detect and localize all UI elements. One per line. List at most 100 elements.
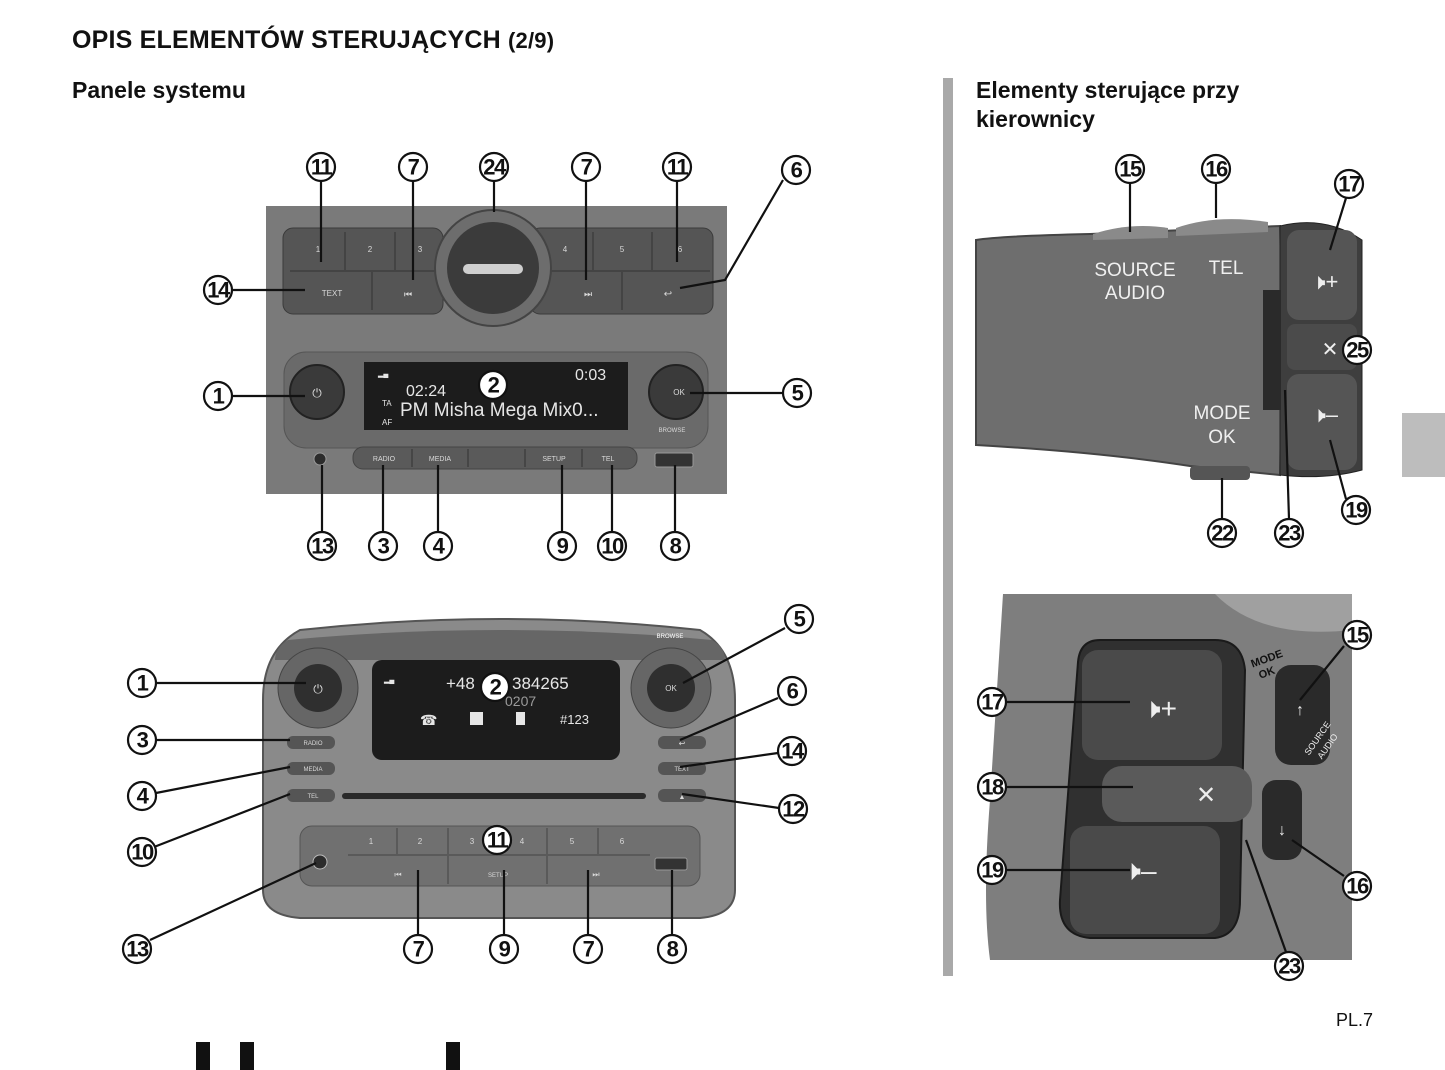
svg-text:7: 7 [408, 155, 420, 180]
radio-button-bottom[interactable] [287, 736, 335, 749]
callout-23: 23 [1273, 950, 1305, 982]
prev-track-button[interactable]: ⏮ [404, 289, 412, 299]
callout-7: 7 [570, 151, 602, 183]
next-track-button-bottom[interactable]: ⏭ [592, 870, 599, 879]
bottom-button-bar [352, 446, 638, 470]
volume-down-icon: 🕨– [1312, 402, 1339, 427]
preset-3[interactable]: 3 [418, 245, 423, 254]
svg-text:10: 10 [601, 534, 624, 559]
tel-key[interactable] [1176, 219, 1268, 236]
browse-label: BROWSE [659, 428, 686, 434]
volume-up-paddle[interactable] [1082, 650, 1222, 760]
callout-22: 22 [1206, 517, 1238, 549]
svg-text:12: 12 [782, 797, 805, 822]
callout-14: 14 [776, 735, 808, 767]
prev-track-button-bottom[interactable]: ⏮ [394, 870, 401, 879]
preset-4-bottom[interactable]: 4 [520, 837, 525, 846]
preset-1-bottom[interactable]: 1 [369, 837, 374, 846]
setup-button[interactable]: SETUP [542, 456, 566, 463]
mode-label-line1: MODE [1194, 403, 1251, 424]
callout-1: 1 [202, 380, 234, 412]
preset-5-bottom[interactable]: 5 [570, 837, 575, 846]
column-divider [943, 78, 953, 976]
mute-roller[interactable] [1102, 766, 1252, 822]
tel-button-label: TEL [307, 794, 319, 800]
back-button[interactable]: ↩ [664, 289, 672, 300]
display-station: PM Misha Mega Mix0... [400, 400, 599, 421]
callout-17: 17 [1333, 168, 1365, 200]
knob-slot [463, 264, 523, 274]
preset-3-bottom[interactable]: 3 [470, 837, 475, 846]
svg-text:11: 11 [667, 155, 689, 180]
callout-3: 3 [367, 530, 399, 562]
source-up-key[interactable] [1275, 665, 1330, 765]
callout-8: 8 [659, 530, 691, 562]
preset-6-bottom[interactable]: 6 [620, 837, 625, 846]
svg-text:9: 9 [557, 534, 569, 559]
display-screen-bottom [372, 660, 620, 760]
section-title-steering: Elementy sterujące przy kierownicy [976, 76, 1239, 134]
radio-button-label: RADIO [303, 741, 322, 747]
media-button-bottom[interactable] [287, 762, 335, 775]
callout-12: 12 [777, 793, 809, 825]
radio-button[interactable]: RADIO [373, 456, 396, 463]
display-number: +48 [446, 674, 475, 693]
source-down-key[interactable] [1262, 780, 1302, 860]
power-knob-bottom[interactable] [294, 664, 342, 712]
callout-13: 13 [121, 933, 153, 965]
display-line2: 0207 [505, 693, 536, 709]
usb-socket-bottom[interactable] [654, 857, 688, 871]
volume-up-key[interactable] [1287, 230, 1357, 320]
media-button[interactable]: MEDIA [429, 456, 452, 463]
jack-socket-bottom[interactable] [312, 854, 328, 870]
preset-2[interactable]: 2 [368, 245, 373, 254]
preset-6[interactable]: 6 [678, 245, 683, 254]
usb-socket[interactable] [654, 452, 694, 468]
volume-down-key[interactable] [1287, 374, 1357, 470]
eject-button-bottom[interactable] [658, 789, 706, 802]
source-audio-key[interactable] [1093, 226, 1168, 240]
setup-button-bottom[interactable]: SETUP [488, 873, 508, 879]
svg-text:14: 14 [207, 278, 231, 303]
callout-7: 7 [402, 933, 434, 965]
svg-text:8: 8 [667, 937, 679, 962]
svg-text:19: 19 [981, 858, 1004, 883]
volume-down-paddle[interactable] [1070, 826, 1220, 934]
callout-15: 15 [1341, 619, 1373, 651]
preset-5[interactable]: 5 [620, 245, 625, 254]
signal-icon: ▂▄ [377, 371, 388, 379]
display-clock: 0:03 [575, 367, 606, 384]
back-button-bottom[interactable] [658, 736, 706, 749]
page-title-text: OPIS ELEMENTÓW STERUJĄCYCH [72, 26, 501, 54]
callout-2: 2 [479, 671, 511, 703]
callout-10: 10 [596, 530, 628, 562]
svg-text:25: 25 [1346, 338, 1369, 363]
jack-socket[interactable] [313, 452, 327, 466]
tel-label: TEL [1209, 258, 1244, 279]
text-button[interactable]: TEXT [322, 289, 343, 298]
callout-4: 4 [422, 530, 454, 562]
ok-knob-bottom[interactable] [647, 664, 695, 712]
callout-11: 11 [661, 151, 693, 183]
svg-text:6: 6 [791, 158, 803, 183]
cd-slot[interactable] [342, 793, 646, 799]
callout-8: 8 [656, 933, 688, 965]
svg-text:1: 1 [213, 384, 225, 409]
preset-2-bottom[interactable]: 2 [418, 837, 423, 846]
svg-text:17: 17 [981, 690, 1004, 715]
svg-text:2: 2 [490, 675, 502, 700]
signal-icon-bottom: ▂▄ [383, 677, 394, 685]
mode-ok-key[interactable] [1190, 466, 1250, 480]
svg-text:7: 7 [413, 937, 425, 962]
callout-2: 2 [477, 369, 509, 401]
volume-up-icon-rear: 🕨+ [1143, 693, 1177, 724]
preset-4[interactable]: 4 [563, 245, 568, 254]
preset-1[interactable]: 1 [316, 245, 321, 254]
next-track-button[interactable]: ⏭ [584, 289, 592, 299]
power-icon-bottom: ⏻ [313, 682, 323, 696]
tel-button-bottom[interactable] [287, 789, 335, 802]
power-knob[interactable] [289, 364, 345, 420]
tel-button[interactable]: TEL [602, 456, 615, 463]
mute-key[interactable] [1287, 324, 1357, 370]
thumbwheel[interactable] [1263, 290, 1281, 410]
